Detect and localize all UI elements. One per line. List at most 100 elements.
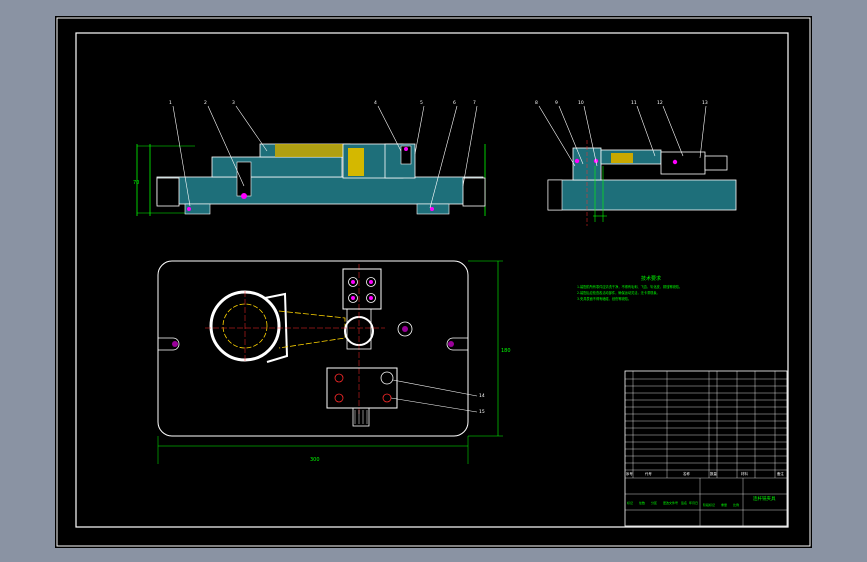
block-hole-4 bbox=[366, 293, 376, 303]
big-end-clamp bbox=[264, 292, 289, 363]
pin-column bbox=[400, 145, 412, 165]
callout-4: 4 bbox=[374, 100, 377, 106]
drawing-canvas[interactable]: 70 bbox=[55, 16, 812, 548]
callout-11: 11 bbox=[631, 100, 637, 106]
scale-ratio: 比例 bbox=[733, 502, 739, 507]
support-arm bbox=[346, 308, 372, 350]
slot-right-mark bbox=[448, 341, 454, 347]
parts-header-row: 序号 代号 名称 数量 材料 备注 bbox=[626, 471, 784, 476]
front-height-dim: 70 bbox=[133, 180, 139, 186]
side-leaders bbox=[538, 105, 707, 167]
callout-8: 8 bbox=[535, 100, 538, 106]
front-view: 70 bbox=[133, 100, 486, 216]
bolt-body bbox=[236, 161, 252, 197]
inner-border bbox=[75, 32, 789, 528]
sig-count: 处数 bbox=[639, 500, 645, 505]
hdr-remark: 备注 bbox=[777, 471, 784, 476]
sig-sign: 签名 bbox=[681, 500, 687, 505]
base-plate bbox=[156, 176, 484, 205]
side-pin-mark bbox=[402, 326, 408, 332]
side-highlight-1 bbox=[574, 158, 580, 164]
conrod-shank bbox=[278, 310, 346, 349]
hdr-name: 名称 bbox=[683, 471, 690, 476]
clamp-knob bbox=[352, 407, 370, 427]
foot-highlight-right bbox=[430, 207, 434, 211]
block-hole-4-mark bbox=[369, 296, 373, 300]
drawing-svg: 70 bbox=[56, 17, 811, 547]
end-block-right bbox=[462, 177, 486, 207]
callout-3: 3 bbox=[232, 100, 235, 106]
hdr-code: 代号 bbox=[645, 471, 652, 476]
side-knob bbox=[704, 155, 728, 171]
callout-1: 1 bbox=[169, 100, 172, 106]
block-hole-1-mark bbox=[351, 280, 355, 284]
sig-date: 年月日 bbox=[689, 500, 698, 505]
sig-zone: 分区 bbox=[651, 500, 657, 505]
slot-left-mark bbox=[172, 341, 178, 347]
block-hole-1 bbox=[348, 277, 358, 287]
callout-6: 6 bbox=[453, 100, 456, 106]
upper-body bbox=[211, 156, 343, 178]
notes-title: 技术要求 bbox=[641, 275, 661, 282]
sig-mark: 标记 bbox=[627, 500, 633, 505]
plan-height-dim: 180 bbox=[501, 348, 511, 354]
title-block: 序号 代号 名称 数量 材料 备注 标记 处数 分区 更改文件号 签名 年月日 … bbox=[624, 370, 788, 527]
locating-block bbox=[342, 268, 382, 310]
plan-leader-14 bbox=[392, 379, 478, 397]
callout-9: 9 bbox=[555, 100, 558, 106]
bolt-highlight bbox=[241, 193, 247, 199]
hdr-index: 序号 bbox=[626, 471, 633, 476]
front-leaders bbox=[172, 105, 478, 209]
clamp-hole-2 bbox=[334, 393, 344, 403]
signature-row: 标记 处数 分区 更改文件号 签名 年月日 bbox=[627, 500, 698, 505]
block-hole-3-mark bbox=[351, 296, 355, 300]
drawing-title: 连杆铣夹具 bbox=[753, 495, 776, 502]
plan-width-dim: 300 bbox=[310, 457, 320, 463]
callout-13: 13 bbox=[702, 100, 708, 106]
slot-left bbox=[158, 337, 180, 351]
plan-leader-15 bbox=[390, 397, 478, 413]
side-arm-hatch bbox=[611, 153, 633, 163]
clamp-hole-1 bbox=[334, 373, 344, 383]
block-hole-2 bbox=[366, 277, 376, 287]
callout-10: 10 bbox=[578, 100, 584, 106]
outer-border bbox=[56, 17, 811, 547]
scale-stage: 阶段标记 bbox=[703, 502, 715, 507]
block-hole-2-mark bbox=[369, 280, 373, 284]
side-highlight-3 bbox=[672, 159, 678, 165]
base-foot-left bbox=[184, 203, 211, 215]
end-block-left bbox=[156, 177, 180, 207]
clamp-block-hatch bbox=[348, 148, 364, 176]
side-base bbox=[547, 179, 737, 211]
plan-base-outline bbox=[157, 260, 469, 437]
scale-weight: 重量 bbox=[721, 502, 727, 507]
clamp-hatch-yellow bbox=[275, 144, 343, 157]
side-end-left bbox=[547, 179, 563, 211]
scale-labels: 阶段标记 重量 比例 bbox=[703, 502, 739, 507]
hdr-qty: 数量 bbox=[710, 471, 717, 476]
callout-12: 12 bbox=[657, 100, 663, 106]
parts-list-grid bbox=[625, 371, 787, 526]
clamp-hole-3 bbox=[382, 393, 392, 403]
slot-right bbox=[446, 337, 468, 351]
title-block-frame bbox=[624, 370, 788, 527]
front-callout-numbers: 1 2 3 4 5 6 7 bbox=[169, 100, 476, 106]
notes-line-1: 1.装配前所有零件应清洗干净，不得有毛刺、飞边、氧化皮、锈蚀等缺陷。 bbox=[577, 284, 682, 289]
callout-2: 2 bbox=[204, 100, 207, 106]
side-view: 8 9 10 11 12 13 bbox=[535, 100, 737, 226]
pin-highlight bbox=[404, 147, 408, 151]
callout-14: 14 bbox=[479, 393, 485, 399]
callout-15: 15 bbox=[479, 409, 485, 415]
hdr-material: 材料 bbox=[741, 471, 748, 476]
side-pin bbox=[397, 321, 413, 337]
clamp-screw-1 bbox=[380, 371, 394, 385]
technical-notes: 技术要求 1.装配前所有零件应清洗干净，不得有毛刺、飞边、氧化皮、锈蚀等缺陷。 … bbox=[577, 275, 682, 301]
plan-view: 14 15 300 180 bbox=[157, 260, 511, 464]
sig-change-doc: 更改文件号 bbox=[663, 500, 678, 505]
big-end-inner bbox=[222, 303, 268, 349]
callout-7: 7 bbox=[473, 100, 476, 106]
block-hole-3 bbox=[348, 293, 358, 303]
notes-line-2: 2.装配后应检查各活动部件，确保运动灵活，无卡滞现象。 bbox=[577, 290, 660, 295]
callout-5: 5 bbox=[420, 100, 423, 106]
